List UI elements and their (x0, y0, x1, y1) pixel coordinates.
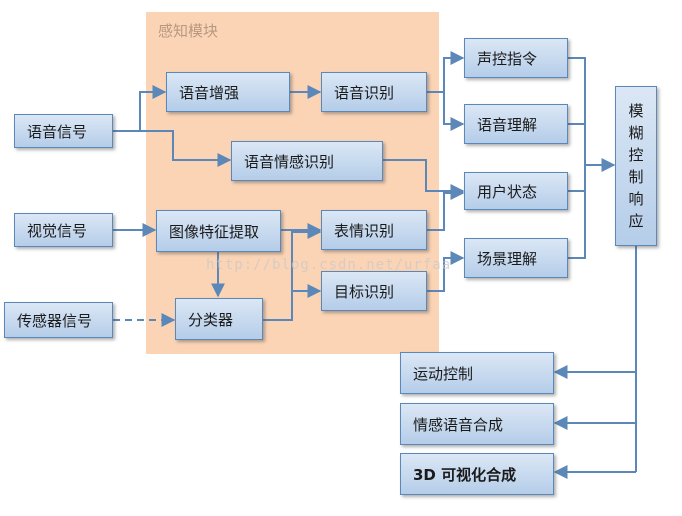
node-3d-visualization-label: 3D 可视化合成 (413, 465, 517, 484)
fuzzy-char-4: 制 (628, 168, 644, 186)
node-emotional-tts: 情感语音合成 (400, 403, 554, 445)
arrow-recognition-to-command (427, 51, 465, 93)
node-voice-command-label: 声控指令 (477, 49, 538, 68)
fuzzy-char-6: 应 (628, 212, 644, 230)
node-motion-control-label: 运动控制 (413, 364, 474, 383)
node-speech-emotion-label: 语音情感识别 (244, 152, 335, 171)
node-speech-signal: 语音信号 (14, 114, 113, 148)
node-visual-signal-label: 视觉信号 (27, 221, 88, 240)
node-speech-enhance-label: 语音增强 (179, 83, 240, 102)
arrow-speech-to-enhance (113, 85, 167, 132)
node-sensor-signal-label: 传感器信号 (17, 311, 93, 330)
arrow-scene-to-fuzzy (568, 165, 586, 259)
node-speech-recognition-label: 语音识别 (334, 83, 395, 102)
node-classifier-label: 分类器 (188, 310, 234, 329)
node-expression-recognition: 表情识别 (321, 210, 427, 250)
node-speech-understanding-label: 语音理解 (477, 115, 538, 134)
node-scene-understanding-label: 场景理解 (477, 249, 538, 268)
node-expression-recognition-label: 表情识别 (334, 221, 395, 240)
node-user-state: 用户状态 (464, 172, 568, 210)
node-classifier: 分类器 (175, 298, 263, 340)
node-voice-command: 声控指令 (464, 38, 568, 78)
node-visual-signal: 视觉信号 (14, 213, 113, 247)
fuzzy-char-5: 响 (628, 190, 644, 208)
node-motion-control: 运动控制 (400, 352, 554, 394)
arrow-target-to-scene (427, 251, 465, 292)
arrow-emotion-to-userstate (383, 159, 465, 198)
arrow-userstate-to-fuzzy (568, 165, 586, 192)
perception-module-label: 感知模块 (158, 22, 219, 40)
arrow-command-to-fuzzy (568, 57, 616, 172)
arrow-classifier-to-target (263, 284, 322, 321)
node-speech-recognition: 语音识别 (321, 72, 427, 112)
node-speech-signal-label: 语音信号 (27, 122, 88, 141)
node-speech-understanding: 语音理解 (464, 104, 568, 144)
arrow-expression-to-userstate (427, 186, 465, 231)
node-speech-emotion: 语音情感识别 (231, 141, 383, 181)
fuzzy-char-1: 模 (628, 102, 644, 120)
node-target-recognition: 目标识别 (321, 271, 427, 311)
arrow-speech-to-emotion (113, 130, 232, 167)
fuzzy-char-2: 糊 (628, 124, 644, 142)
fuzzy-char-3: 控 (628, 146, 644, 164)
node-scene-understanding: 场景理解 (464, 238, 568, 278)
node-target-recognition-label: 目标识别 (334, 282, 395, 301)
node-fuzzy-control: 模 糊 控 制 响 应 (615, 86, 657, 246)
node-speech-enhance: 语音增强 (166, 72, 290, 112)
node-user-state-label: 用户状态 (477, 182, 538, 201)
node-image-feature-label: 图像特征提取 (169, 222, 260, 241)
node-image-feature: 图像特征提取 (156, 210, 281, 252)
node-3d-visualization: 3D 可视化合成 (400, 453, 554, 495)
arrow-recognition-to-understanding (427, 91, 465, 131)
node-sensor-signal: 传感器信号 (4, 302, 113, 338)
arrow-understanding-to-fuzzy (568, 123, 586, 165)
node-emotional-tts-label: 情感语音合成 (413, 415, 504, 434)
